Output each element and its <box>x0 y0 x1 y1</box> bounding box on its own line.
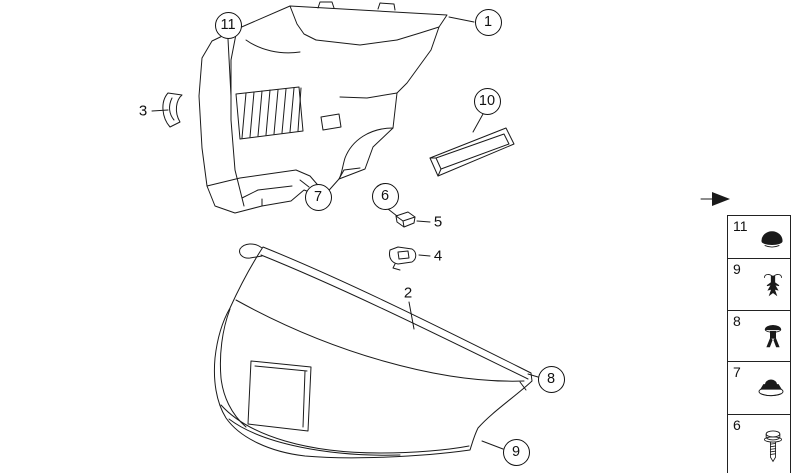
callout-1-label: 1 <box>483 13 493 30</box>
callout-6[interactable]: 6 <box>371 182 399 210</box>
label-3[interactable]: 3 <box>138 102 148 120</box>
slotted-clip-drawing <box>389 246 417 271</box>
screw-with-washer-icon <box>764 430 782 462</box>
callout-7[interactable]: 7 <box>304 183 332 211</box>
legend-label-11: 11 <box>733 218 748 234</box>
callout-10[interactable]: 10 <box>473 87 501 115</box>
callout-6-label: 6 <box>380 187 390 204</box>
expanding-clip-icon <box>764 273 782 296</box>
plastic-nut-icon <box>758 379 784 397</box>
legend-label-8: 8 <box>733 313 741 329</box>
callout-1[interactable]: 1 <box>474 8 502 36</box>
leader-lines <box>151 16 539 450</box>
callout-11-label: 11 <box>220 16 236 33</box>
trunk-lid-trim-drawing <box>213 243 533 459</box>
trim-strip-drawing <box>429 127 515 177</box>
callout-9[interactable]: 9 <box>502 438 530 466</box>
legend-label-9: 9 <box>733 261 741 277</box>
legend-label-7: 7 <box>733 364 741 380</box>
fastener-legend: 11 9 8 7 <box>727 215 791 473</box>
callout-8-label: 8 <box>546 370 556 387</box>
callout-8[interactable]: 8 <box>537 365 565 393</box>
square-clip-drawing <box>395 211 416 228</box>
label-5[interactable]: 5 <box>433 213 443 231</box>
bracket-part-drawing <box>162 92 183 128</box>
legend-row-6[interactable]: 6 <box>728 415 790 473</box>
continuation-arrow-icon <box>700 192 730 206</box>
expanding-rivet-icon <box>764 325 782 348</box>
callout-10-label: 10 <box>478 92 496 109</box>
label-4[interactable]: 4 <box>433 247 443 265</box>
legend-label-6: 6 <box>733 417 741 433</box>
callout-9-label: 9 <box>511 443 521 460</box>
legend-row-7[interactable]: 7 <box>728 362 790 415</box>
callout-7-label: 7 <box>313 188 323 205</box>
callout-11[interactable]: 11 <box>214 11 242 39</box>
blanking-plug-icon <box>761 231 783 248</box>
legend-row-9[interactable]: 9 <box>728 259 790 311</box>
label-2[interactable]: 2 <box>403 284 413 302</box>
legend-row-8[interactable]: 8 <box>728 311 790 362</box>
legend-row-11[interactable]: 11 <box>728 216 790 259</box>
